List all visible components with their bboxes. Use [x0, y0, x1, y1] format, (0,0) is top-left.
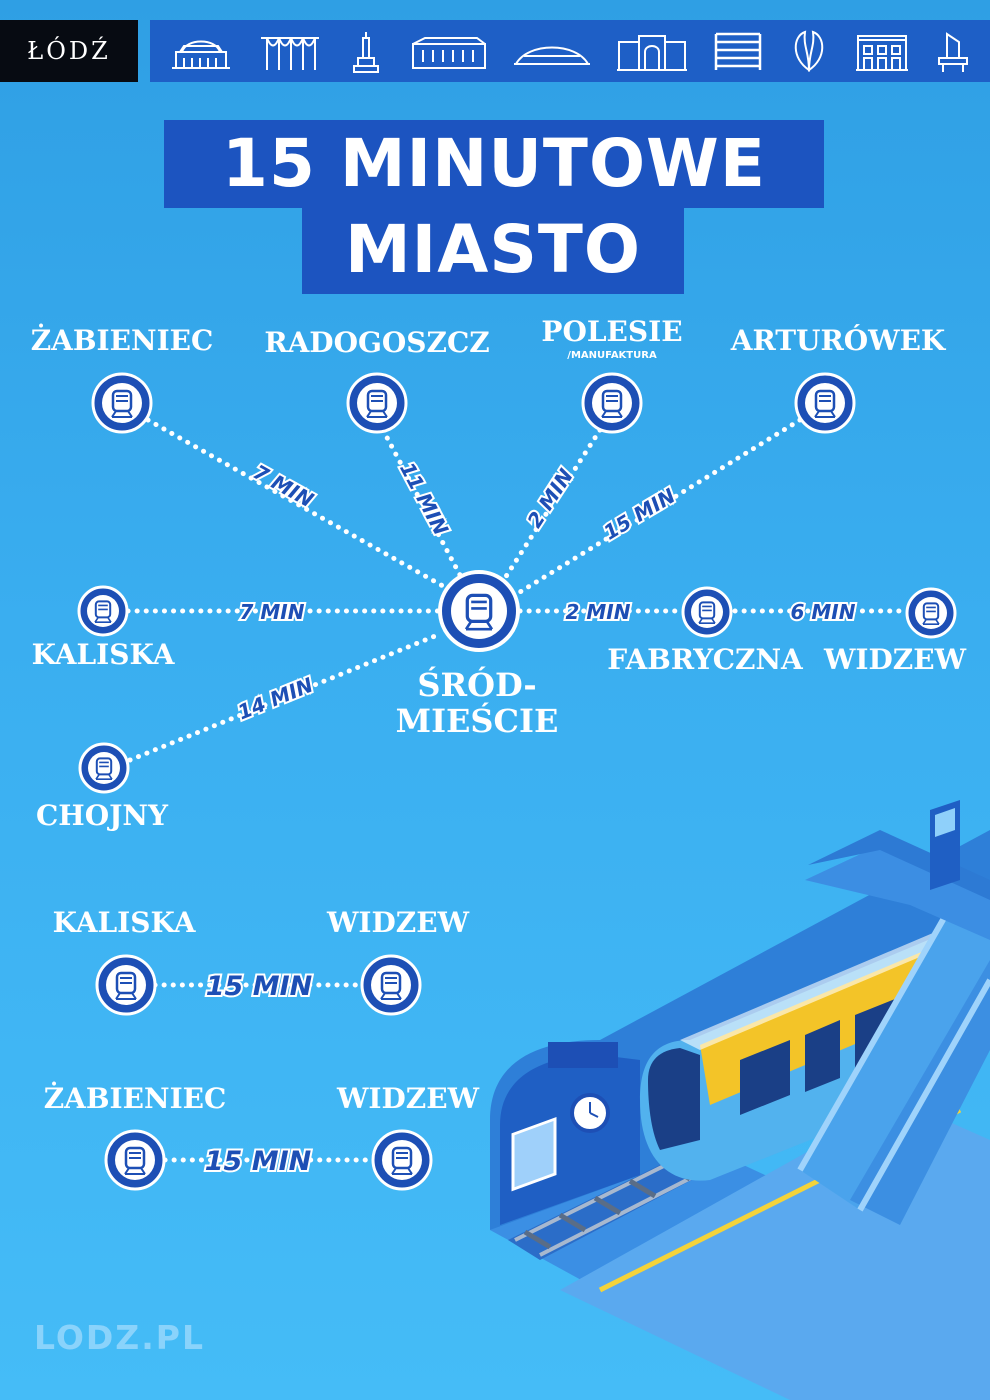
connections: [125, 417, 908, 1163]
monument-icon: [352, 32, 379, 73]
city-logo: ŁÓDŹ: [0, 20, 138, 82]
label-polesie: POLESIE: [541, 315, 682, 348]
label-polesie-sub: /MANUFAKTURA: [567, 350, 657, 361]
arch-icon: [260, 37, 319, 70]
label-kaliska: KALISKA: [32, 638, 176, 671]
time-chojny: 14 MIN: [234, 673, 316, 725]
route-2-to: WIDZEW: [336, 1082, 480, 1115]
label-radogoszcz: RADOGOSZCZ: [264, 326, 489, 359]
label-chojny: CHOJNY: [36, 799, 169, 832]
label-srodmiescie-2: MIEŚCIE: [396, 702, 559, 740]
route-zabieniec-widzew: ŻABIENIEC WIDZEW 15 MIN: [44, 1081, 480, 1191]
node-polesie: [581, 372, 643, 434]
route-1-from-node: [95, 954, 157, 1016]
station-icon: [171, 40, 230, 69]
time-kaliska: 7 MIN: [240, 600, 305, 624]
route-1-to: WIDZEW: [326, 906, 470, 939]
logo-text: ŁÓDŹ: [27, 37, 111, 65]
metro-station-illustration: [490, 800, 990, 1400]
route-kaliska-widzew: KALISKA WIDZEW 15 MIN: [53, 906, 470, 1016]
route-1-from: KALISKA: [53, 906, 197, 939]
arena-icon: [513, 46, 590, 65]
time-fabryczna: 2 MIN: [566, 600, 631, 624]
title-line-1: 15 MINUTOWE: [164, 120, 824, 208]
node-arturowek: [794, 372, 856, 434]
label-widzew: WIDZEW: [823, 643, 967, 676]
factory-icon: [411, 37, 486, 69]
route-2-time: 15 MIN: [205, 1146, 312, 1177]
node-widzew: [905, 587, 957, 639]
node-fabryczna: [681, 586, 733, 638]
title-line-2: MIASTO: [302, 206, 684, 294]
route-2-from-node: [104, 1129, 166, 1191]
route-1-time: 15 MIN: [206, 971, 313, 1002]
lighthouse-icon: [937, 32, 968, 72]
route-1-to-node: [360, 954, 422, 1016]
node-srodmiescie: [438, 570, 520, 652]
node-kaliska: [77, 585, 129, 637]
time-widzew: 6 MIN: [791, 600, 856, 624]
label-arturowek: ARTURÓWEK: [730, 323, 947, 357]
node-chojny: [78, 742, 130, 794]
label-srodmiescie-1: ŚRÓD-: [417, 666, 536, 704]
footer-url: LODZ.PL: [34, 1318, 205, 1357]
label-fabryczna: FABRYCZNA: [607, 643, 804, 676]
node-zabieniec: [91, 372, 153, 434]
time-arturowek: 15 MIN: [599, 483, 679, 544]
landmark-banner: [150, 20, 990, 82]
label-zabieniec: ŻABIENIEC: [31, 323, 214, 357]
townhouse-icon: [855, 35, 908, 71]
route-2-from: ŻABIENIEC: [44, 1081, 227, 1115]
palace-icon: [616, 35, 687, 71]
time-radogoszcz: 11 MIN: [395, 458, 453, 539]
time-zabieniec: 7 MIN: [249, 460, 318, 513]
sculpture-icon: [794, 30, 823, 72]
tower-block-icon: [714, 32, 761, 70]
route-2-to-node: [371, 1129, 433, 1191]
node-radogoszcz: [346, 372, 408, 434]
time-polesie: 2 MIN: [522, 464, 578, 532]
